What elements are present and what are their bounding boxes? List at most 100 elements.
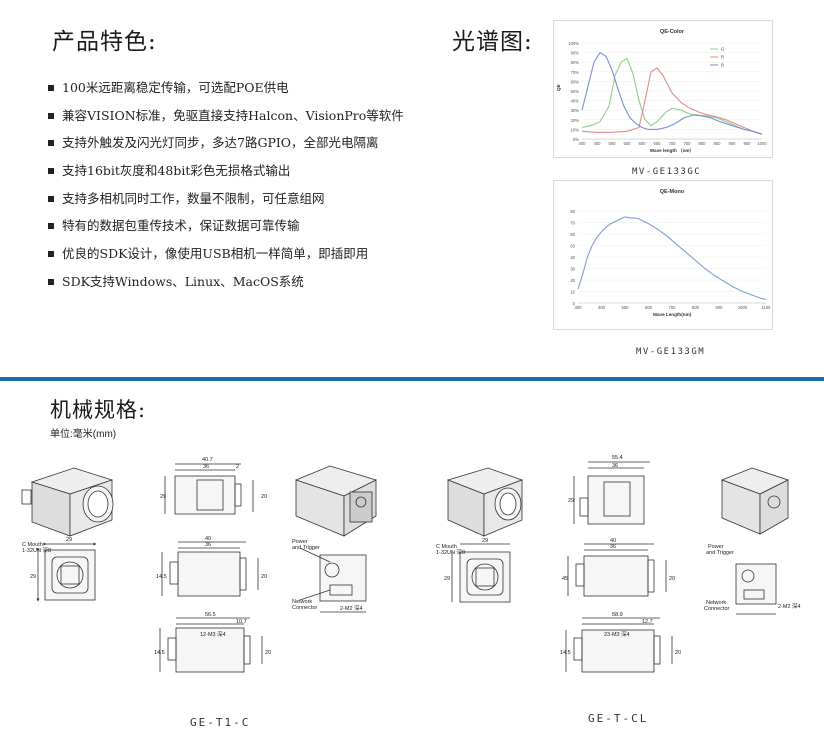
x-tick-label: 450	[594, 141, 602, 146]
dim-10-7: 10.7	[236, 619, 247, 625]
dim-36-r: 36	[612, 463, 618, 469]
x-tick-label: 900	[729, 141, 737, 146]
dim-14-5-a: 14.5	[156, 574, 167, 580]
dim-14-5-b: 14.5	[154, 650, 165, 656]
chart-caption-color: MV-GE133GC	[632, 167, 702, 177]
x-tick-label: 950	[744, 141, 752, 146]
top-view-3	[573, 461, 650, 525]
legend-label: G	[721, 47, 724, 52]
x-tick-label: 850	[714, 141, 722, 146]
x-tick-label: 650	[654, 141, 662, 146]
bullet-icon	[48, 223, 54, 230]
feature-item: SDK支持Windows、Linux、MacOS系统	[48, 274, 448, 302]
x-tick-label: 1000	[738, 305, 748, 310]
label-screw3: 23-M3 深4	[604, 630, 630, 638]
y-tick-label: 90%	[571, 51, 580, 56]
dim-20-c: 20	[265, 650, 271, 656]
x-tick-label: 800	[692, 305, 700, 310]
y-tick-label: 30%	[571, 108, 580, 113]
iso-view-3	[446, 467, 524, 537]
dim-29-b: 29	[160, 494, 166, 500]
label-trigger: and Trigger	[292, 545, 320, 551]
y-tick-label: 40%	[571, 99, 580, 104]
y-tick-label: 60	[570, 232, 575, 237]
mechanical-drawings: C Mouth 1-32UN 深8 29 29 40.7 36 2 29 20 …	[21, 455, 801, 673]
feature-item: 支持16bit灰度和48bit彩色无损格式输出	[48, 163, 448, 191]
iso-view-1	[21, 467, 114, 537]
y-tick-label: 40	[570, 255, 575, 260]
dim-56-5: 56.5	[205, 612, 216, 618]
feature-text: 特有的数据包重传技术，保证数据可靠传输	[62, 218, 300, 234]
label-c-mouth: C Mouth	[22, 542, 43, 548]
x-tick-label: 1000	[757, 141, 767, 146]
label-c-mouth-spec-r: 1-32UN 深8	[436, 548, 465, 556]
dim-20-a: 20	[261, 494, 267, 500]
series-line	[581, 67, 763, 135]
dim-55-4: 55.4	[612, 455, 623, 461]
section-divider	[0, 377, 824, 381]
label-c-mouth-r: C Mouth	[436, 544, 457, 550]
bullet-icon	[48, 140, 54, 147]
y-tick-label: 0%	[573, 137, 579, 142]
y-tick-label: 10	[570, 290, 575, 295]
x-tick-label: 550	[624, 141, 632, 146]
bullet-icon	[48, 112, 54, 119]
label-screw-r: 2-M2 深4	[778, 602, 801, 610]
series-line	[581, 57, 763, 135]
dim-20-r: 20	[669, 576, 675, 582]
x-tick-label: 700	[669, 141, 677, 146]
label-power: Power	[292, 539, 308, 545]
label-connector: Connector	[292, 605, 318, 611]
bullet-icon	[48, 168, 54, 175]
dim-29v-r: 29	[444, 576, 450, 582]
x-axis-label: Wave length （nm）	[650, 148, 694, 154]
front-view-3	[451, 543, 511, 603]
dim-40-7: 40.7	[202, 457, 213, 463]
dim-14-5-r: 14.5	[560, 650, 571, 656]
model-right: GE-T-CL	[588, 712, 649, 725]
dim-36-b: 36	[205, 542, 211, 548]
feature-item: 兼容VISION标准，免驱直接支持Halcon、VisionPro等软件	[48, 108, 448, 136]
iso-view-4	[720, 467, 790, 535]
chart-title: QE-Mono	[660, 189, 685, 195]
feature-text: 支持多相机同时工作，数量不限制，可任意组网	[62, 190, 325, 206]
feature-list: 100米远距离稳定传输，可选配POE供电兼容VISION标准，免驱直接支持Hal…	[48, 80, 448, 302]
dim-2-a: 2	[236, 464, 239, 470]
bullet-icon	[48, 195, 54, 202]
qe-color-svg: QE-Color0%10%20%30%40%50%60%70%80%90%100…	[556, 29, 767, 154]
unit-label: 单位:毫米(mm)	[50, 429, 117, 440]
x-tick-label: 700	[669, 305, 677, 310]
x-tick-label: 500	[622, 305, 630, 310]
iso-view-2	[294, 465, 378, 537]
label-screw2: 12-M3 深4	[200, 630, 226, 638]
dim-29: 29	[66, 537, 72, 543]
dim-12-7: 12.7	[642, 619, 653, 625]
y-tick-label: 50	[570, 244, 575, 249]
side-view-1	[161, 541, 259, 597]
top-view-1	[164, 463, 254, 515]
feature-item: 支持外触发及闪光灯同步，多达7路GPIO，全部光电隔离	[48, 135, 448, 163]
dim-29v: 29	[30, 574, 36, 580]
side-view-3	[567, 543, 667, 597]
dim-40-a: 40	[205, 536, 211, 542]
y-tick-label: 20%	[571, 118, 580, 123]
back-view-3	[735, 563, 777, 615]
bullet-icon	[48, 278, 54, 285]
x-tick-label: 400	[579, 141, 587, 146]
label-network-r: Network	[706, 600, 726, 606]
x-tick-label: 600	[645, 305, 653, 310]
legend-label: B	[721, 63, 724, 68]
y-tick-label: 100%	[568, 41, 579, 46]
bullet-icon	[48, 251, 54, 258]
x-tick-label: 500	[609, 141, 617, 146]
feature-item: 特有的数据包重传技术，保证数据可靠传输	[48, 218, 448, 246]
x-axis-label: Wave Length(nm)	[653, 312, 692, 317]
label-trigger-r: and Trigger	[706, 550, 734, 556]
bullet-icon	[48, 85, 54, 91]
x-tick-label: 600	[639, 141, 647, 146]
x-tick-label: 400	[598, 305, 606, 310]
feature-text: 优良的SDK设计，像使用USB相机一样简单，即插即用	[62, 246, 369, 262]
y-axis-label: QE	[556, 84, 561, 91]
